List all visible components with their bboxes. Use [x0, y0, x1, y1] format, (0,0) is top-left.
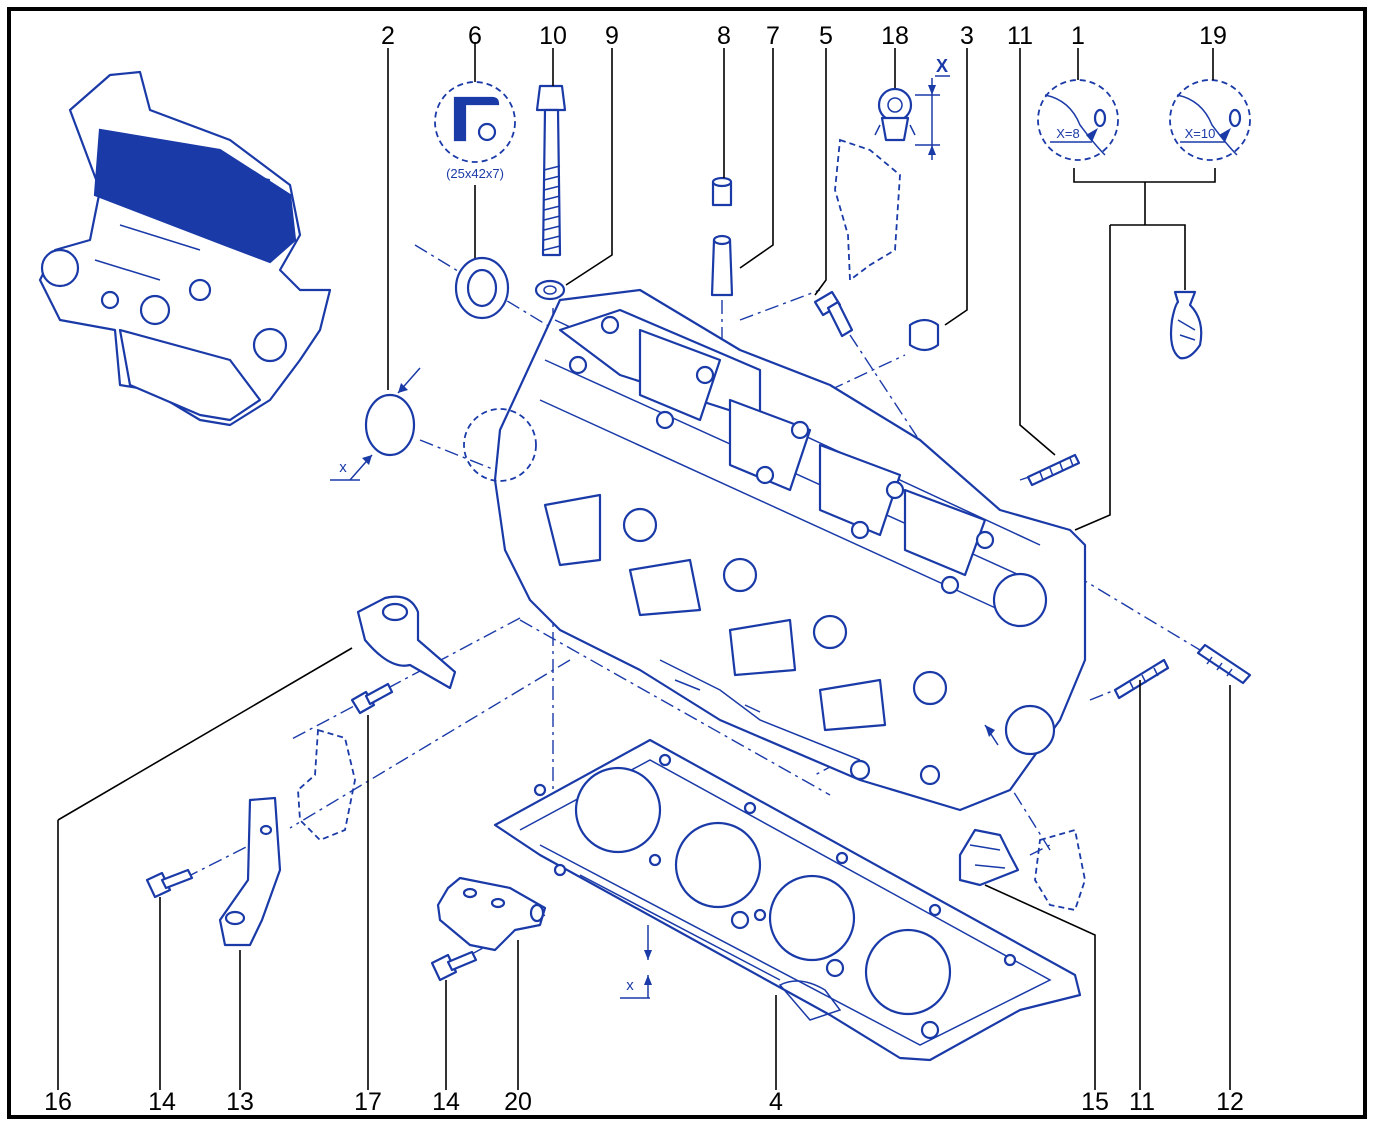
callout-4: 4 — [769, 1088, 783, 1116]
callout-8: 8 — [717, 22, 731, 50]
callout-19: 19 — [1199, 22, 1227, 50]
callout-14-left: 14 — [148, 1088, 176, 1116]
callout-6: 6 — [468, 22, 482, 50]
dashed-sensor-left — [297, 728, 356, 842]
part-14-bolt-right — [430, 950, 478, 1090]
part-8-valve-stem-seal — [711, 48, 733, 207]
part-5-bolt — [813, 48, 854, 338]
part-15-bracket — [958, 724, 1096, 1090]
part-18-sensor: X — [834, 48, 950, 282]
part-13-bracket-plate — [218, 796, 282, 1090]
cylinder-head — [463, 288, 1087, 812]
callout-9: 9 — [605, 22, 619, 50]
callout-12: 12 — [1216, 1088, 1244, 1116]
callout-14-right: 14 — [432, 1088, 460, 1116]
callout-labels: 2 6 10 9 8 7 5 18 3 11 1 19 (25x42x7) 16… — [44, 22, 1244, 1116]
callout-16: 16 — [44, 1088, 72, 1116]
diagram-frame — [7, 7, 1367, 1119]
seal-size-label: (25x42x7) — [446, 166, 504, 181]
part-12-stud — [1196, 643, 1252, 1090]
callout-10: 10 — [539, 22, 567, 50]
part-6-oil-seal — [434, 42, 516, 320]
callout-5: 5 — [819, 22, 833, 50]
part-9-washer — [534, 48, 613, 301]
part-16-bracket — [57, 595, 457, 1090]
dim-x-bold: X — [936, 56, 948, 76]
part-20-bracket — [436, 876, 547, 1090]
part-7-valve-guide — [710, 48, 774, 297]
part-1-19-dowels: X=8 X=10 — [1037, 48, 1251, 531]
part-10-head-bolt — [535, 48, 567, 257]
part-3-plug — [908, 48, 968, 352]
part-17-bolt — [350, 682, 394, 1090]
callout-1: 1 — [1071, 22, 1085, 50]
callout-18: 18 — [881, 22, 909, 50]
part-4-head-gasket: x — [493, 738, 1082, 1090]
dim-x-gasket: x — [626, 977, 634, 994]
callout-3: 3 — [960, 22, 974, 50]
dim-x-plug: x — [339, 459, 347, 476]
callout-7: 7 — [766, 22, 780, 50]
part-14-bolt-left — [145, 868, 194, 1090]
callout-20: 20 — [504, 1088, 532, 1116]
engine-thumbnail — [38, 70, 332, 427]
callout-11-top: 11 — [1007, 22, 1033, 50]
part-2-plug: x — [330, 48, 421, 481]
callout-2: 2 — [381, 22, 395, 50]
callout-13: 13 — [226, 1088, 254, 1116]
zoom-x8: X=8 — [1056, 126, 1080, 141]
zoom-x10: X=10 — [1185, 126, 1216, 141]
callout-17: 17 — [354, 1088, 382, 1116]
callout-11-bottom: 11 — [1129, 1088, 1155, 1116]
part-11-stud-lower — [1113, 658, 1170, 1090]
part-11-stud-upper — [1019, 48, 1081, 487]
callout-15: 15 — [1081, 1088, 1109, 1116]
